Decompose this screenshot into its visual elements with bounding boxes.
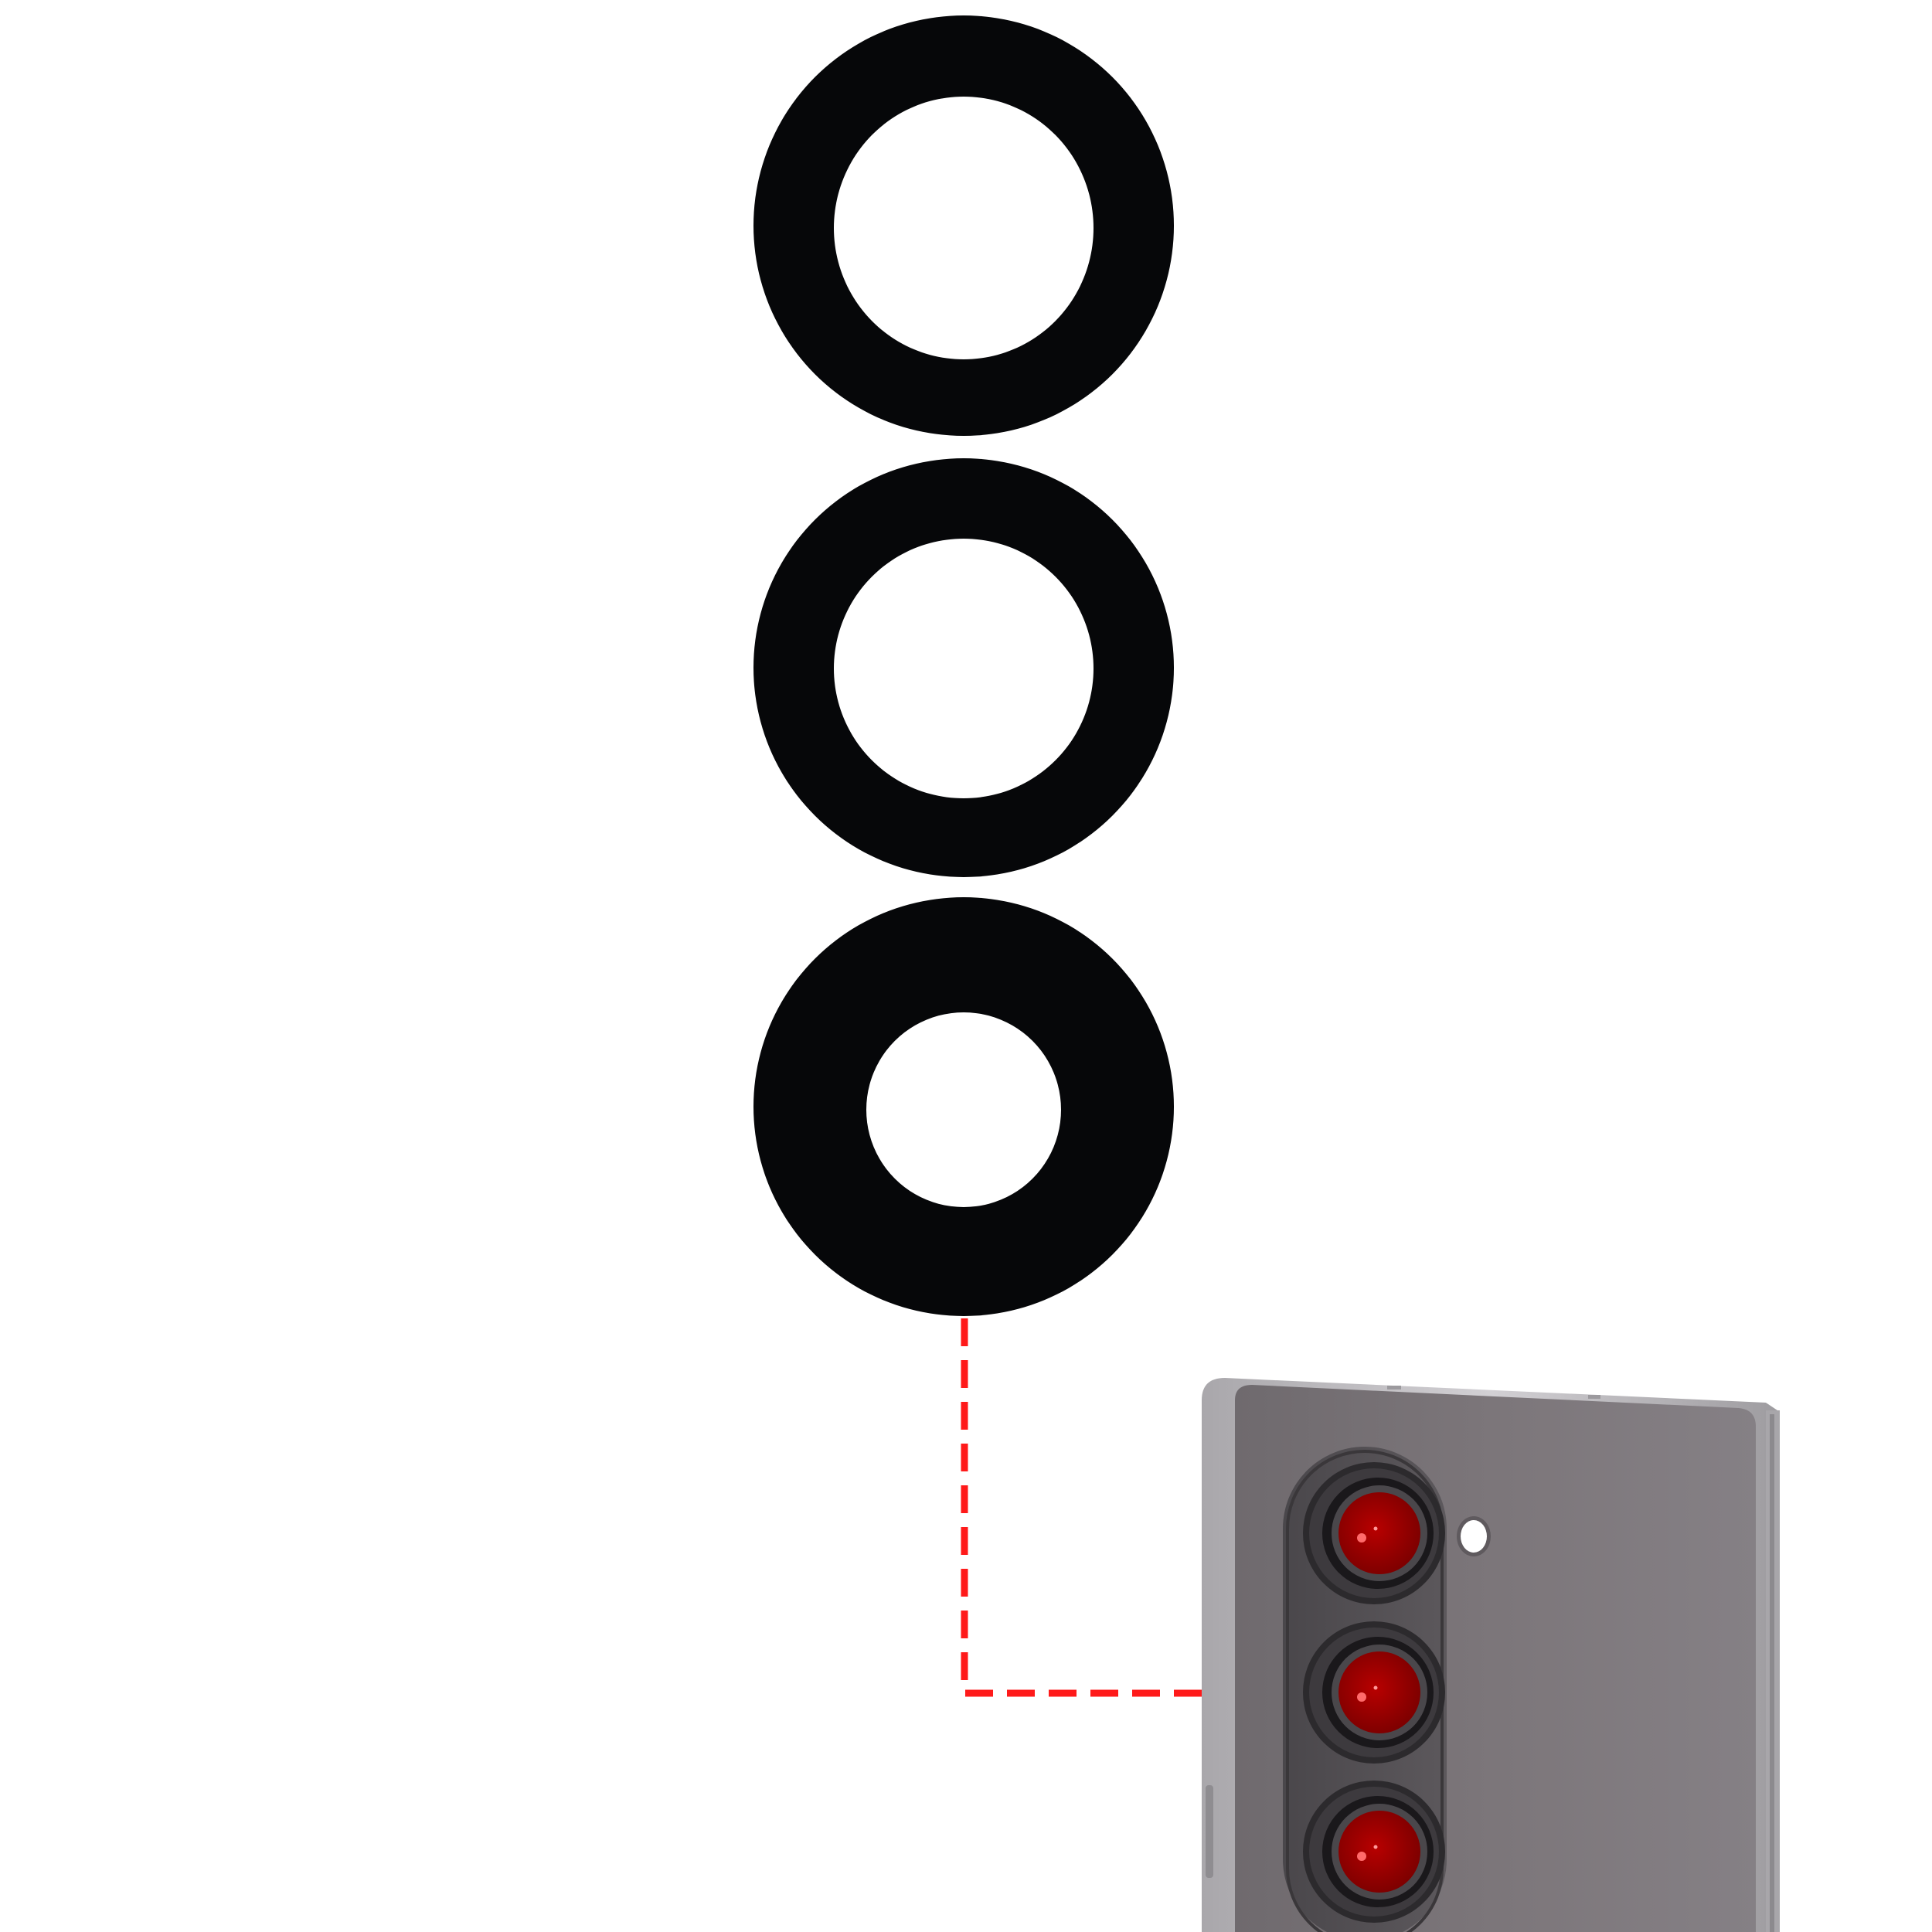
camera-lens-2 bbox=[1303, 1621, 1445, 1764]
phone-camera-module bbox=[1202, 1378, 1780, 1932]
lens-ring-3 bbox=[753, 897, 1175, 1317]
lens-ring-1 bbox=[753, 15, 1175, 436]
flash-icon bbox=[1457, 1516, 1491, 1556]
camera-lens-3 bbox=[1303, 1781, 1445, 1923]
lens-ring-2 bbox=[753, 458, 1175, 877]
camera-lens-1 bbox=[1303, 1462, 1445, 1604]
